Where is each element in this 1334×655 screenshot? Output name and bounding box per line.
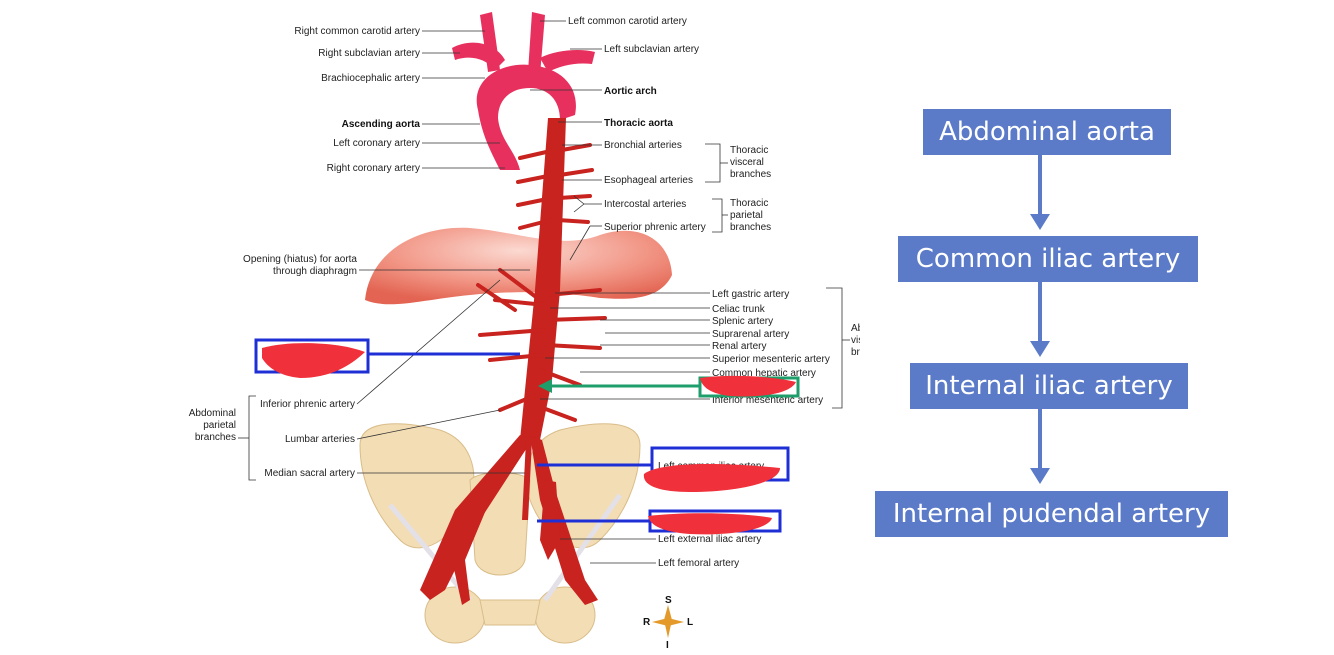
label-abdominal-visceral-line2: visceral xyxy=(851,335,860,346)
label-aortic-arch: Aortic arch xyxy=(604,86,657,97)
label-abdominal-visceral-line3: branches xyxy=(851,347,860,358)
pelvis xyxy=(359,423,641,644)
flow-arrowhead-3 xyxy=(1030,468,1050,484)
flow-arrowhead-2 xyxy=(1030,341,1050,357)
label-thoracic-visceral-line3: branches xyxy=(730,169,771,180)
svg-text:R: R xyxy=(643,617,651,628)
label-left-external-iliac: Left external iliac artery xyxy=(658,534,761,545)
label-abdominal-parietal-line2: parietal xyxy=(203,420,236,431)
label-median-sacral: Median sacral artery xyxy=(264,468,355,479)
label-thoracic-parietal-line1: Thoracic xyxy=(730,198,768,209)
label-left-coronary: Left coronary artery xyxy=(333,138,420,149)
label-opening-hiatus-line1: Opening (hiatus) for aorta xyxy=(243,254,357,265)
label-lumbar: Lumbar arteries xyxy=(285,434,355,445)
label-left-femoral: Left femoral artery xyxy=(658,558,739,569)
label-bronchial: Bronchial arteries xyxy=(604,140,682,151)
flow-arrow-2 xyxy=(1038,282,1042,342)
label-opening-hiatus-line2: through diaphragm xyxy=(273,266,357,277)
redaction-mark-3 xyxy=(643,464,780,492)
left-labels: Right common carotid artery Right subcla… xyxy=(189,26,530,481)
label-left-gastric: Left gastric artery xyxy=(712,289,789,300)
label-splenic: Splenic artery xyxy=(712,316,773,327)
abdominal-branches xyxy=(476,268,607,422)
annotations: Left common iliac artery xyxy=(254,338,800,535)
label-common-hepatic: Common hepatic artery xyxy=(712,368,816,379)
label-renal: Renal artery xyxy=(712,341,766,352)
label-right-common-carotid: Right common carotid artery xyxy=(294,26,420,37)
label-thoracic-parietal-line2: parietal xyxy=(730,210,763,221)
label-superior-phrenic: Superior phrenic artery xyxy=(604,222,706,233)
svg-text:L: L xyxy=(687,617,693,628)
descending-aorta xyxy=(520,118,566,440)
label-thoracic-aorta: Thoracic aorta xyxy=(604,118,673,129)
compass-icon: S I R L xyxy=(643,595,693,651)
label-inferior-mesenteric: Inferior mesenteric artery xyxy=(712,395,823,406)
flow-step-internal-iliac: Internal iliac artery xyxy=(910,363,1188,409)
diaphragm xyxy=(365,227,672,305)
label-abdominal-parietal-line3: branches xyxy=(195,432,236,443)
thoracic-branches xyxy=(516,143,594,230)
flow-step-internal-pudendal: Internal pudendal artery xyxy=(875,491,1228,537)
label-intercostal: Intercostal arteries xyxy=(604,199,686,210)
label-right-coronary: Right coronary artery xyxy=(327,163,420,174)
label-brachiocephalic: Brachiocephalic artery xyxy=(321,73,420,84)
label-thoracic-parietal-line3: branches xyxy=(730,222,771,233)
aortic-arch xyxy=(452,12,595,170)
label-abdominal-parietal-line1: Abdominal xyxy=(189,408,236,419)
svg-text:S: S xyxy=(665,595,672,606)
flow-arrow-3 xyxy=(1038,409,1042,469)
flow-arrowhead-1 xyxy=(1030,214,1050,230)
redaction-mark-1 xyxy=(262,343,365,378)
aorta-anatomy-diagram: Right common carotid artery Right subcla… xyxy=(189,12,860,651)
label-left-common-carotid: Left common carotid artery xyxy=(568,16,687,27)
label-inferior-phrenic: Inferior phrenic artery xyxy=(260,399,355,410)
label-thoracic-visceral-line1: Thoracic xyxy=(730,145,768,156)
label-celiac-trunk: Celiac trunk xyxy=(712,304,766,315)
right-labels: Left common carotid artery Left subclavi… xyxy=(530,16,860,569)
flow-step-common-iliac: Common iliac artery xyxy=(898,236,1198,282)
flow-step-abdominal-aorta: Abdominal aorta xyxy=(923,109,1171,155)
redaction-mark-4 xyxy=(648,513,772,535)
flow-arrow-1 xyxy=(1038,155,1042,215)
redaction-mark-2 xyxy=(700,375,796,397)
label-esophageal: Esophageal arteries xyxy=(604,175,693,186)
label-left-subclavian: Left subclavian artery xyxy=(604,44,699,55)
label-right-subclavian: Right subclavian artery xyxy=(318,48,420,59)
label-thoracic-visceral-line2: visceral xyxy=(730,157,764,168)
label-abdominal-visceral-line1: Abdominal xyxy=(851,323,860,334)
svg-text:I: I xyxy=(666,640,669,651)
label-ascending-aorta: Ascending aorta xyxy=(342,119,421,130)
label-suprarenal: Suprarenal artery xyxy=(712,329,789,340)
label-superior-mesenteric: Superior mesenteric artery xyxy=(712,354,830,365)
